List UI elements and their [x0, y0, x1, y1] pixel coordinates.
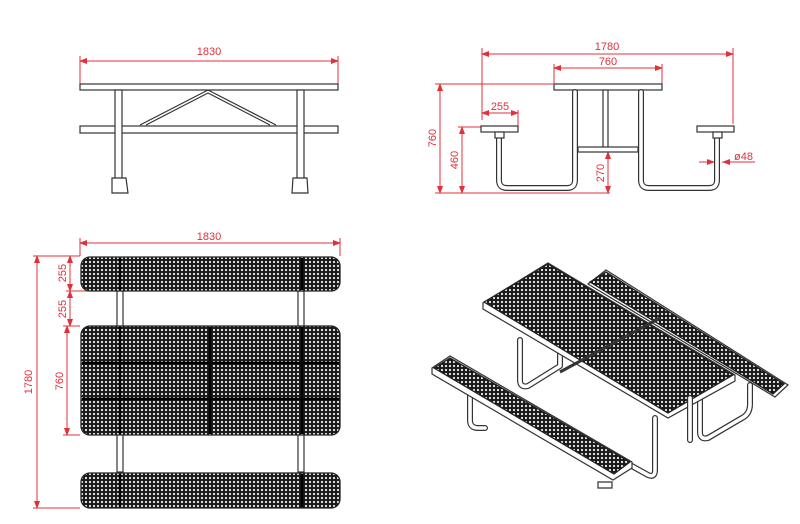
front-view: 1830 — [79, 46, 339, 194]
top-overall-width-label: 1780 — [23, 370, 35, 394]
top-length-label: 1830 — [197, 231, 221, 243]
side-overall-width-label: 1780 — [595, 41, 619, 53]
side-crossbar-height-label: 270 — [595, 164, 607, 182]
top-bench-back — [80, 256, 341, 292]
iso-bench-front — [432, 357, 632, 475]
side-seat-width-label: 255 — [491, 101, 509, 113]
top-bench-front — [80, 472, 341, 509]
isometric-view — [431, 262, 789, 489]
side-table-height-label: 760 — [427, 129, 439, 147]
top-seat-gap-label: 255 — [57, 300, 69, 318]
front-length-label: 1830 — [197, 46, 221, 58]
iso-table — [482, 263, 735, 414]
top-view: 1830 1780 255 255 760 — [23, 231, 341, 509]
side-seat-height-label: 460 — [449, 151, 461, 169]
side-view: 1780 760 255 760 460 270 ø48 — [427, 41, 755, 194]
side-table-width-label: 760 — [599, 56, 617, 68]
iso-bench-back — [588, 271, 786, 395]
side-tube-diameter-label: ø48 — [734, 151, 753, 163]
top-seat-width-label: 255 — [57, 264, 69, 282]
top-table-width-label: 760 — [54, 372, 66, 390]
